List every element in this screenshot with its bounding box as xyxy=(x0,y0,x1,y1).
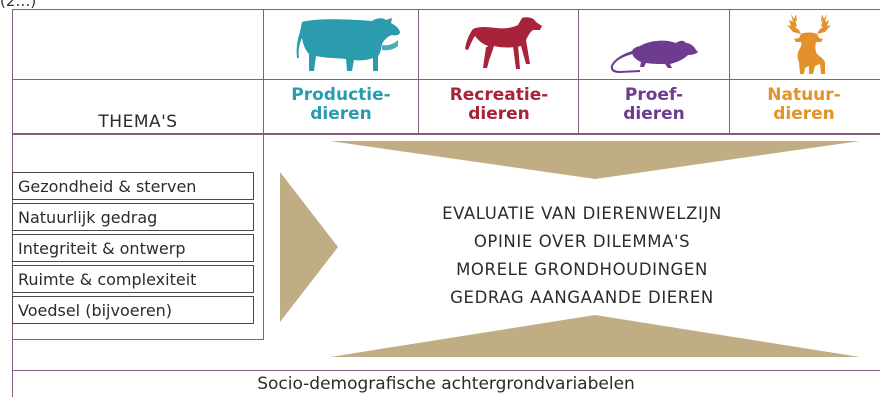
theme-health: Gezondheid & sterven xyxy=(12,172,254,200)
grid-line-col1 xyxy=(418,9,419,134)
label-production-line2: dieren xyxy=(310,104,372,124)
grid-line-col3 xyxy=(729,9,730,134)
theme-space: Ruimte & complexiteit xyxy=(12,265,254,293)
theme-food: Voedsel (bijvoeren) xyxy=(12,296,254,324)
label-production-animals: Productie- dieren xyxy=(272,86,410,124)
label-wild-line2: dieren xyxy=(773,104,835,124)
label-production-line1: Productie- xyxy=(291,85,391,105)
grid-line-top xyxy=(12,9,880,10)
grid-line-themes-right xyxy=(263,9,264,339)
label-wild-line1: Natuur- xyxy=(767,85,841,105)
label-lab-line2: dieren xyxy=(623,104,685,124)
center-line-opinion: OPINIE OVER DILEMMA'S xyxy=(473,232,691,251)
grid-line-body-top xyxy=(12,133,880,135)
label-recreation-animals: Recreatie- dieren xyxy=(428,86,570,124)
grid-line-col2 xyxy=(578,9,579,134)
label-lab-line1: Proef- xyxy=(624,85,684,105)
arrow-right xyxy=(280,172,338,322)
deer-icon xyxy=(787,14,831,74)
center-line-behaviour: GEDRAG AANGAANDE DIEREN xyxy=(450,288,714,307)
center-line-evaluation: EVALUATIE VAN DIERENWELZIJN xyxy=(442,204,722,223)
arrow-down xyxy=(330,141,860,179)
label-recreation-line1: Recreatie- xyxy=(449,85,549,105)
theme-natural-behaviour: Natuurlijk gedrag xyxy=(12,203,254,231)
center-line-moral: MORELE GRONDHOUDINGEN xyxy=(456,260,708,279)
themes-header: THEMA'S xyxy=(98,112,178,132)
grid-line-themes-bottom xyxy=(12,339,264,340)
label-recreation-line2: dieren xyxy=(468,104,530,124)
grid-line-header xyxy=(12,79,880,80)
grid-line-bottom xyxy=(12,370,880,371)
dog-icon xyxy=(465,17,542,69)
arrow-up xyxy=(330,315,860,357)
label-wild-animals: Natuur- dieren xyxy=(734,86,874,124)
theme-integrity: Integriteit & ontwerp xyxy=(12,234,254,262)
caption-fragment: (2…) xyxy=(0,0,37,10)
cow-icon xyxy=(296,18,400,71)
footer-background-variables: Socio-demografische achtergrondvariabele… xyxy=(257,374,635,394)
rat-icon xyxy=(610,40,698,73)
label-lab-animals: Proef- dieren xyxy=(584,86,724,124)
